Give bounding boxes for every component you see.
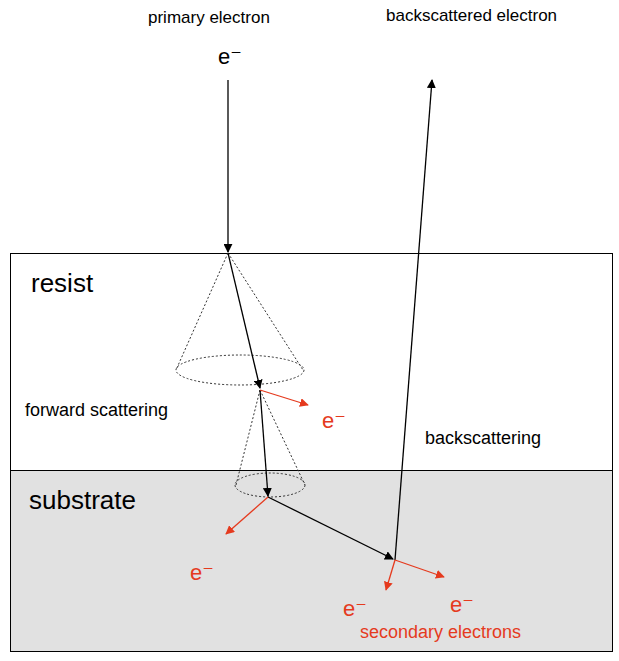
electron-trajectory	[228, 80, 432, 560]
annotation-label: primary electron	[148, 8, 270, 28]
annotation-label: backscattering	[425, 428, 541, 450]
layer-name: resist	[31, 268, 93, 299]
scattering-cone	[176, 253, 305, 497]
secondary-electron-label: e⁻	[190, 560, 214, 586]
secondary-electron-label: secondary electrons	[360, 622, 521, 644]
annotation-label: forward scattering	[25, 400, 168, 422]
secondary-electron-label: e⁻	[343, 596, 367, 622]
secondary-electron-label: e⁻	[322, 408, 346, 434]
annotation-label: backscattered electron	[386, 6, 557, 26]
layer-name: substrate	[29, 485, 136, 516]
secondary-electron-arrow	[226, 390, 444, 590]
annotation-label: e⁻	[218, 44, 242, 70]
material-layer: substrate	[10, 470, 613, 652]
secondary-electron-label: e⁻	[450, 592, 474, 618]
